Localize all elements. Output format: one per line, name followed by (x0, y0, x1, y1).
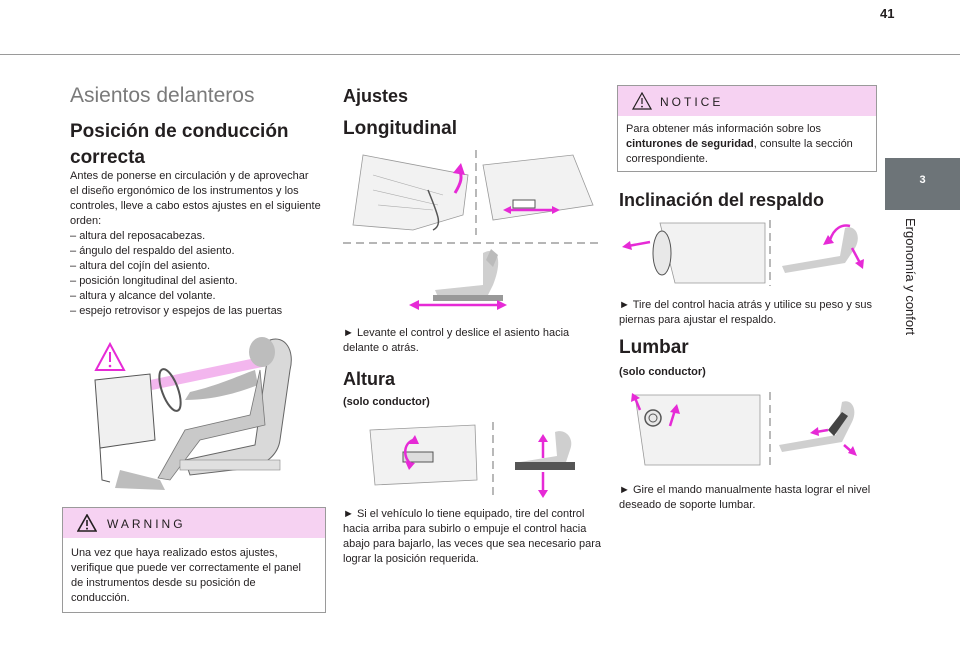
notice-line: Para obtener más información sobre los (626, 123, 822, 135)
seat-longitudinal-illustration (343, 150, 598, 310)
intro-line: controles, lleve a cabo estos ajustes en… (70, 200, 321, 212)
backrest-title: Inclinación del respaldo (619, 190, 825, 210)
instruction-line: piernas para ajustar el respaldo. (619, 314, 777, 326)
intro-line: el diseño ergonómico de los instrumentos… (70, 185, 299, 197)
notice-box-header: NOTICE (618, 86, 876, 116)
subsection-title-line1: Posición de conducción (70, 121, 289, 142)
notice-line: cinturones de seguridad, consulte la sec… (626, 137, 868, 152)
warning-box: WARNING Una vez que haya realizado estos… (62, 507, 326, 613)
height-note: (solo conductor) (343, 396, 430, 408)
notice-text: Para obtener más información sobre los c… (618, 116, 876, 167)
warning-title: WARNING (107, 517, 186, 531)
height-instructions: ► Si el vehículo lo tiene equipado, tire… (343, 507, 605, 567)
warning-line: de instrumentos desde su posición de (71, 577, 256, 589)
warning-line: conducción. (71, 592, 130, 604)
lumbar-title: Lumbar (619, 337, 689, 358)
page-number: 41 (880, 6, 895, 21)
intro-line: Antes de ponerse en circulación y de apr… (70, 170, 309, 182)
subsection-title: Posición de conducción correcta (70, 119, 289, 171)
warning-line: Una vez que haya realizado estos ajustes… (71, 547, 278, 559)
instruction-line: ► Levante el control y deslice el asient… (343, 327, 570, 339)
intro-line: orden: (70, 215, 102, 227)
notice-triangle-icon (632, 92, 652, 110)
height-title: Altura (343, 369, 396, 389)
list-item: espejo retrovisor y espejos de las puert… (70, 304, 330, 319)
instruction-line: ► Si el vehículo lo tiene equipado, tire… (343, 508, 585, 520)
adjustments-title: Ajustes (343, 86, 409, 106)
instruction-line: deseado de soporte lumbar. (619, 499, 756, 511)
instruction-line: hacia arriba para subirlo o empuje el co… (343, 523, 587, 535)
instruction-line: lograr la posición requerida. (343, 553, 479, 565)
backrest-illustration (622, 220, 864, 286)
notice-box: NOTICE Para obtener más información sobr… (617, 85, 877, 172)
instruction-line: delante o atrás. (343, 342, 419, 354)
lumbar-instructions: ► Gire el mando manualmente hasta lograr… (619, 483, 879, 513)
adjustment-order-list: altura del reposacabezas. ángulo del res… (70, 229, 330, 319)
warning-triangle-icon (77, 514, 97, 532)
list-item: posición longitudinal del asiento. (70, 274, 330, 289)
lumbar-illustration (631, 392, 857, 468)
list-item: ángulo del respaldo del asiento. (70, 244, 330, 259)
list-item: altura del reposacabezas. (70, 229, 330, 244)
longitudinal-instructions: ► Levante el control y deslice el asient… (343, 326, 603, 356)
chapter-tab-number: 3 (919, 174, 926, 186)
seat-height-illustration (369, 422, 575, 498)
warning-box-header: WARNING (63, 508, 325, 538)
notice-line: correspondiente. (626, 153, 708, 165)
warning-line: verifique que puede ver correctamente el… (71, 562, 301, 574)
intro-text: Antes de ponerse en circulación y de apr… (70, 169, 330, 319)
subsection-title-line2: correcta (70, 147, 145, 168)
longitudinal-title: Longitudinal (343, 118, 457, 139)
notice-line-rest: , consulte la sección (753, 138, 853, 150)
notice-title: NOTICE (660, 95, 724, 109)
instruction-line: abajo para bajarlo, las veces que sea ne… (343, 538, 602, 550)
list-item: altura del cojín del asiento. (70, 259, 330, 274)
instruction-line: ► Tire del control hacia atrás y utilice… (619, 299, 872, 311)
list-item: altura y alcance del volante. (70, 289, 330, 304)
notice-link-text: cinturones de seguridad (626, 138, 754, 150)
warning-triangle-icon (94, 341, 126, 371)
chapter-title-vertical: Ergonomía y confort (903, 218, 918, 336)
driving-position-illustration (94, 337, 292, 490)
lumbar-note: (solo conductor) (619, 366, 706, 378)
header-rule (0, 54, 960, 55)
warning-text: Una vez que haya realizado estos ajustes… (63, 538, 325, 606)
chapter-tab (885, 158, 960, 210)
instruction-line: ► Gire el mando manualmente hasta lograr… (619, 484, 871, 496)
section-title: Asientos delanteros (70, 84, 255, 107)
backrest-instructions: ► Tire del control hacia atrás y utilice… (619, 298, 879, 328)
